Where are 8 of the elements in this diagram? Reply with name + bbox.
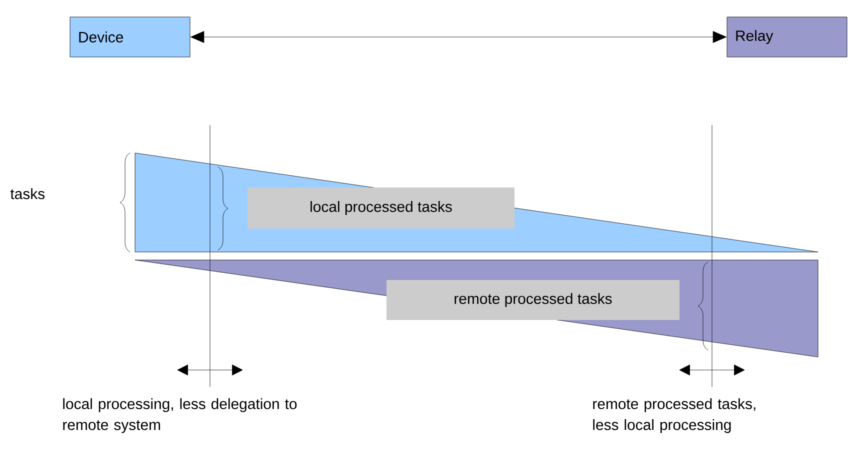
annotation-text: local processing, less delegation to remote system xyxy=(63,398,297,434)
label-box: remote processed tasks xyxy=(386,280,680,320)
box: Relay xyxy=(726,16,848,58)
arrow xyxy=(190,31,726,43)
annotation-text: remote processed tasks, less local processing xyxy=(593,398,756,434)
label-box: local processed tasks xyxy=(248,188,514,228)
box: Device xyxy=(70,16,190,58)
annotation-text: tasks xyxy=(10,188,45,200)
